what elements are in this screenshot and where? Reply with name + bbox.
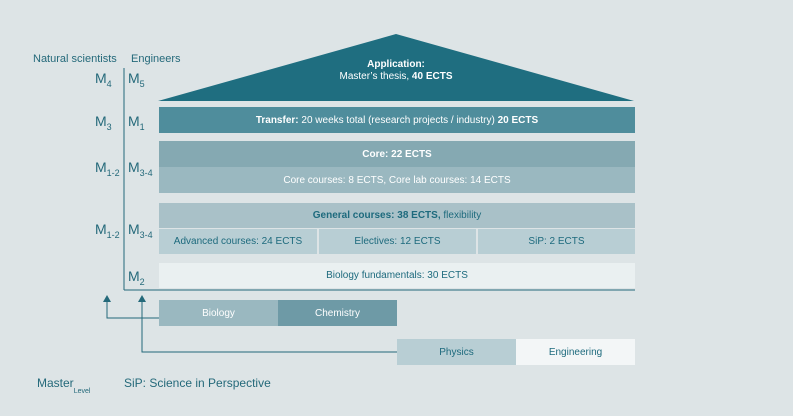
electives-cell: Electives: 12 ECTS (319, 229, 476, 254)
roof-application (158, 34, 634, 101)
level-right-row5: M2 (128, 268, 145, 287)
level-left-row3: M1-2 (95, 159, 120, 178)
level-right-row3: M3-4 (128, 159, 153, 178)
level-right-row1: M5 (128, 70, 145, 89)
header-natural-scientists: Natural scientists (33, 53, 117, 65)
physics-box: Physics (397, 339, 516, 365)
advanced-courses-cell: Advanced courses: 24 ECTS (159, 229, 317, 254)
level-left-row4: M1-2 (95, 221, 120, 240)
core-detail-bar: Core courses: 8 ECTS, Core lab courses: … (159, 167, 635, 193)
engineering-box: Engineering (516, 339, 635, 365)
header-engineers: Engineers (131, 53, 181, 65)
level-right-row2: M1 (128, 113, 145, 132)
general-title-bar: General courses: 38 ECTS, flexibility (159, 203, 635, 228)
chemistry-box: Chemistry (278, 300, 397, 326)
biology-box: Biology (159, 300, 278, 326)
core-title-bar: Core: 22 ECTS (159, 141, 635, 167)
roof-thesis: Master’s thesis, 40 ECTS (339, 71, 453, 82)
transfer-bar: Transfer: 20 weeks total (research proje… (159, 107, 635, 133)
level-right-row4: M3-4 (128, 221, 153, 240)
legend-sip: SiP: Science in Perspective (124, 376, 271, 390)
fundamentals-bar: Biology fundamentals: 30 ECTS (159, 263, 635, 288)
level-left-row1: M4 (95, 70, 112, 89)
level-left-row2: M3 (95, 113, 112, 132)
roof-title: Application: (367, 59, 425, 70)
legend-master-level: MasterLevel (37, 376, 91, 395)
sip-cell: SiP: 2 ECTS (478, 229, 635, 254)
